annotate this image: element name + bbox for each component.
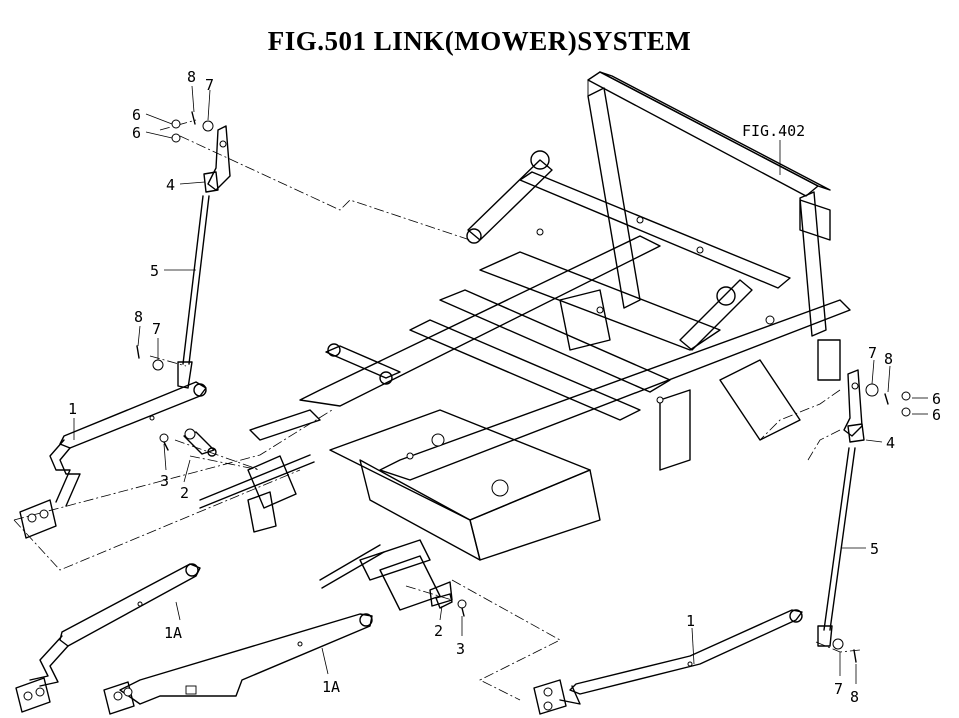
callout-8-middle-left: 8 (134, 308, 143, 326)
assembly-lines (13, 119, 861, 701)
callout-4-right: 4 (886, 434, 895, 452)
callout-4-top-left: 4 (166, 176, 175, 194)
callout-7-right: 7 (868, 344, 877, 362)
lift-arm-1a-left (15, 563, 201, 713)
callout-5-top-left: 5 (150, 262, 159, 280)
callout-7-top-left: 7 (205, 76, 214, 94)
callout-2-left: 2 (180, 484, 189, 502)
lift-arm-1a-middle (103, 613, 373, 715)
callout-8-bottom-right: 8 (850, 688, 859, 706)
lift-arm-left (19, 381, 207, 539)
reference-label: FIG.402 (742, 122, 805, 140)
callout-1-bottom-right: 1 (686, 612, 695, 630)
callout-7-bottom-right: 7 (834, 680, 843, 698)
callout-1a-left: 1A (164, 624, 182, 642)
callout-labels: 8 7 6 6 4 5 8 7 1 3 2 1A 1A 2 3 7 8 6 6 … (68, 68, 941, 706)
callout-6-right-b: 6 (932, 406, 941, 424)
callout-8-right: 8 (884, 350, 893, 368)
callout-6-top-left-b: 6 (132, 124, 141, 142)
callout-2-bottom: 2 (434, 622, 443, 640)
lift-arm-right (533, 609, 803, 715)
pin-and-bolt-left (159, 428, 217, 457)
callout-7-middle-left: 7 (152, 320, 161, 338)
callout-1a-middle: 1A (322, 678, 340, 696)
callout-6-top-left-a: 6 (132, 106, 141, 124)
callout-1-left: 1 (68, 400, 77, 418)
callout-5-right: 5 (870, 540, 879, 558)
leader-lines (73, 85, 928, 684)
callout-6-right-a: 6 (932, 390, 941, 408)
rod-assembly-right (817, 369, 911, 663)
callout-3-bottom: 3 (456, 640, 465, 658)
callout-3-left: 3 (160, 472, 169, 490)
rod-assembly-upper-left (136, 111, 231, 389)
pin-and-bolt-bottom (435, 593, 467, 617)
main-frame (199, 71, 851, 611)
figure-title: FIG.501 LINK(MOWER)SYSTEM (267, 26, 692, 56)
callout-8-top-left: 8 (187, 68, 196, 86)
